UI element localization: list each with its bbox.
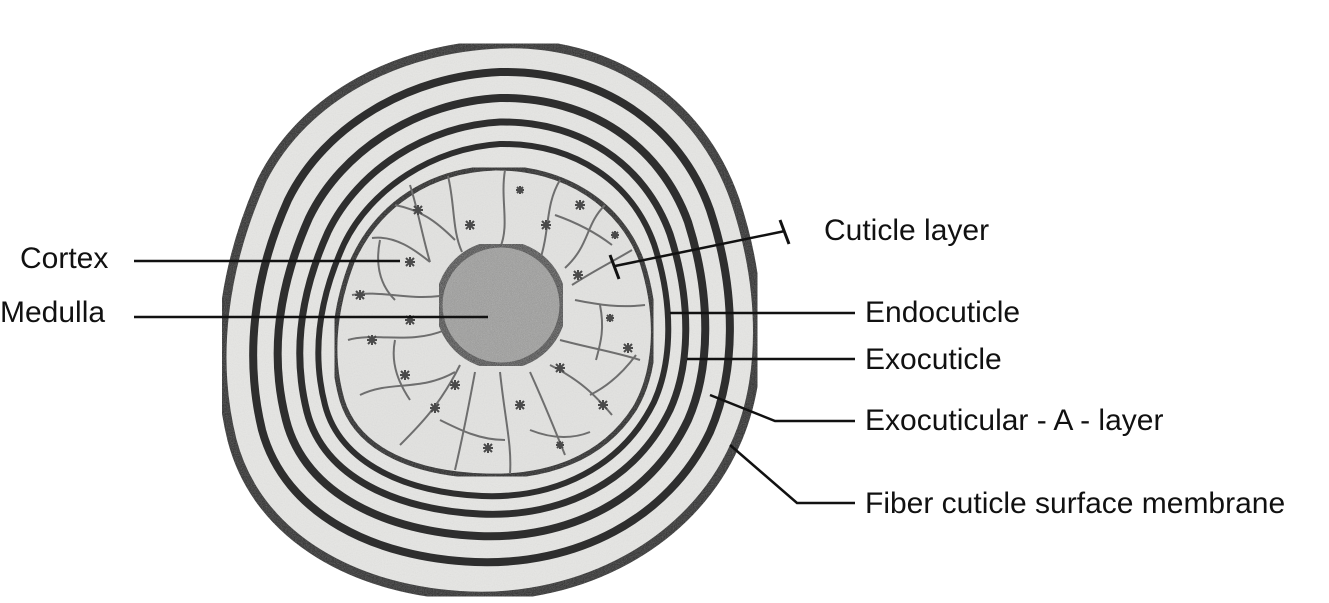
star-cell-nucleus-icon [465, 220, 475, 230]
cuticle-layer-tick-inner [608, 254, 621, 280]
cortex-label: Cortex [20, 242, 109, 275]
star-cell-nucleus-icon [405, 257, 415, 267]
cuticle-layer-tick-outer [778, 219, 791, 245]
exocuticular-a-layer-label: Exocuticular - A - layer [865, 404, 1164, 437]
star-cell-nucleus-icon [400, 370, 410, 380]
star-cell-nucleus-icon [606, 314, 614, 322]
star-cell-nucleus-icon [556, 441, 564, 449]
star-cell-nucleus-icon [405, 315, 415, 325]
cuticle-layer-label: Cuticle layer [824, 214, 990, 247]
star-cell-nucleus-icon [623, 343, 633, 353]
star-cell-nucleus-icon [611, 231, 619, 239]
cuticle-ring-1 [249, 67, 734, 567]
exocuticular-a-layer-leader-line [709, 393, 855, 423]
star-cell-nucleus-icon [413, 205, 423, 215]
star-cell-nucleus-icon [515, 400, 525, 410]
cuticle-layer-leader-line [614, 229, 786, 268]
cell-nuclei [355, 186, 633, 453]
medulla-core [435, 240, 567, 370]
star-cell-nucleus-icon [555, 363, 565, 373]
star-cell-nucleus-icon [516, 186, 524, 194]
star-cell-nucleus-icon [598, 400, 608, 410]
endocuticle-label: Endocuticle [865, 296, 1021, 329]
medulla-label: Medulla [0, 296, 106, 329]
fiber-cuticle-surface-membrane-label: Fiber cuticle surface membrane [865, 487, 1286, 520]
cuticle-ring-4 [315, 140, 672, 500]
star-cell-nucleus-icon [483, 443, 493, 453]
star-cell-nucleus-icon [450, 380, 460, 390]
cortical-cell-walls [347, 169, 646, 475]
exocuticle-label: Exocuticle [865, 343, 1002, 376]
star-cell-nucleus-icon [355, 290, 365, 300]
fiber-cuticle-surface-membrane-leader-line [729, 444, 855, 505]
cuticle-ring-2 [273, 93, 710, 541]
star-cell-nucleus-icon [575, 200, 585, 210]
leader-lines [134, 219, 855, 505]
star-cell-nucleus-icon [541, 220, 551, 230]
cuticle-ring-3 [296, 118, 690, 518]
star-cell-nucleus-icon [430, 403, 440, 413]
star-cell-nucleus-icon [367, 335, 377, 345]
star-cell-nucleus-icon [573, 270, 583, 280]
